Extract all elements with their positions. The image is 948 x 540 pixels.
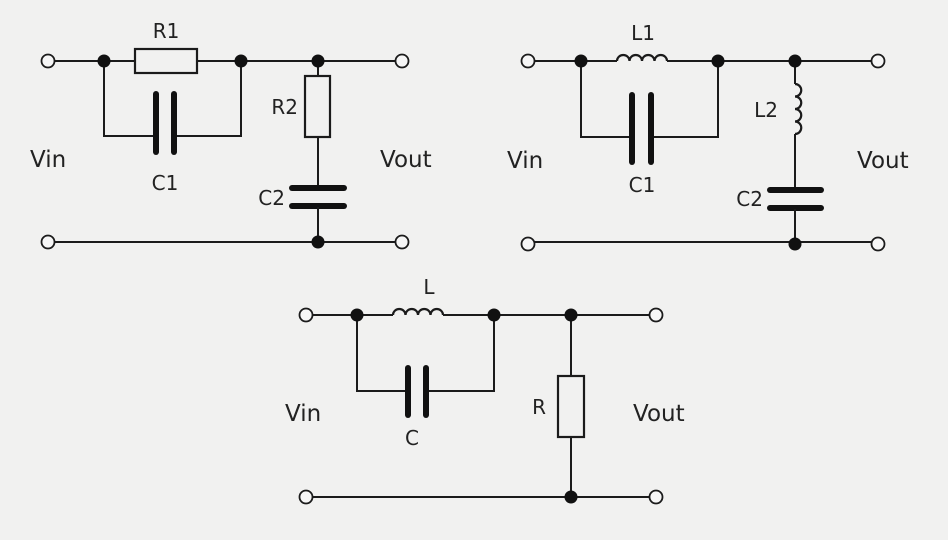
circuit-lc-filter: L1 C1 L2 C2 Vin Vout xyxy=(507,21,909,252)
wire xyxy=(356,315,406,392)
junction-dot xyxy=(788,237,802,251)
input-terminal xyxy=(40,53,56,69)
label-c2: C2 xyxy=(258,186,285,210)
input-terminal xyxy=(298,307,314,323)
label-r1: R1 xyxy=(153,19,180,43)
junction-dot xyxy=(311,54,325,68)
label-vin: Vin xyxy=(285,401,321,427)
junction-dot xyxy=(97,54,111,68)
label-vout: Vout xyxy=(857,148,909,174)
label-c2: C2 xyxy=(736,187,763,211)
junction-dot xyxy=(574,54,588,68)
label-vin: Vin xyxy=(30,147,66,173)
junction-dot xyxy=(564,308,578,322)
output-terminal xyxy=(648,307,664,323)
output-terminal xyxy=(394,53,410,69)
wire xyxy=(428,315,495,392)
input-terminal xyxy=(520,236,536,252)
junction-dot xyxy=(234,54,248,68)
label-r: R xyxy=(532,395,546,419)
label-l1: L1 xyxy=(631,21,655,45)
output-terminal xyxy=(870,53,886,69)
label-vout: Vout xyxy=(380,147,432,173)
inductor-l1 xyxy=(615,53,669,62)
input-terminal xyxy=(40,234,56,250)
label-c: C xyxy=(405,426,419,450)
junction-dot xyxy=(350,308,364,322)
output-terminal xyxy=(648,489,664,505)
output-terminal xyxy=(870,236,886,252)
junction-dot xyxy=(564,490,578,504)
circuit-rc-filter: R1 C1 R2 C2 Vin Vout xyxy=(30,19,432,250)
label-l: L xyxy=(423,275,435,299)
wire xyxy=(580,61,630,138)
input-terminal xyxy=(298,489,314,505)
junction-dot xyxy=(487,308,501,322)
wire xyxy=(103,61,154,137)
label-vin: Vin xyxy=(507,148,543,174)
resistor-r xyxy=(556,374,586,439)
wire xyxy=(176,61,242,137)
junction-dot xyxy=(311,235,325,249)
label-c1: C1 xyxy=(629,173,656,197)
output-terminal xyxy=(394,234,410,250)
resistor-r1 xyxy=(133,47,199,75)
label-vout: Vout xyxy=(633,401,685,427)
label-r2: R2 xyxy=(271,95,298,119)
label-c1: C1 xyxy=(152,171,179,195)
junction-dot xyxy=(711,54,725,68)
junction-dot xyxy=(788,54,802,68)
resistor-r2 xyxy=(303,74,332,139)
inductor-l2 xyxy=(794,82,803,136)
circuit-lcr-filter: L C R Vin Vout xyxy=(285,275,685,505)
wire xyxy=(652,61,719,138)
input-terminal xyxy=(520,53,536,69)
inductor-l xyxy=(391,307,445,316)
label-l2: L2 xyxy=(754,98,778,122)
